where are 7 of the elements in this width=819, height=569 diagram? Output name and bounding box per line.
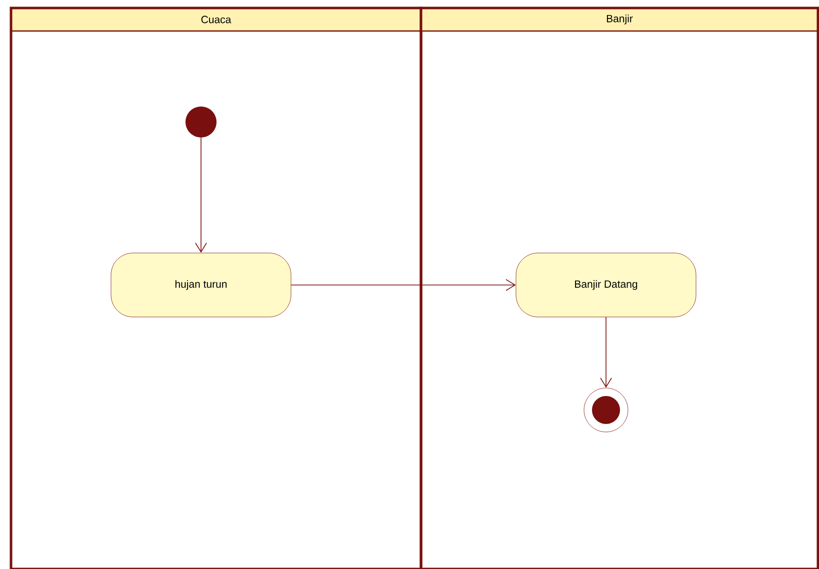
initial-node [186,106,216,138]
final-node [584,388,628,432]
action-box: Banjir Datang [516,252,696,318]
arrow [290,279,516,291]
arrow [600,316,612,388]
arrow [195,137,207,253]
action-box: hujan turun [110,252,292,318]
